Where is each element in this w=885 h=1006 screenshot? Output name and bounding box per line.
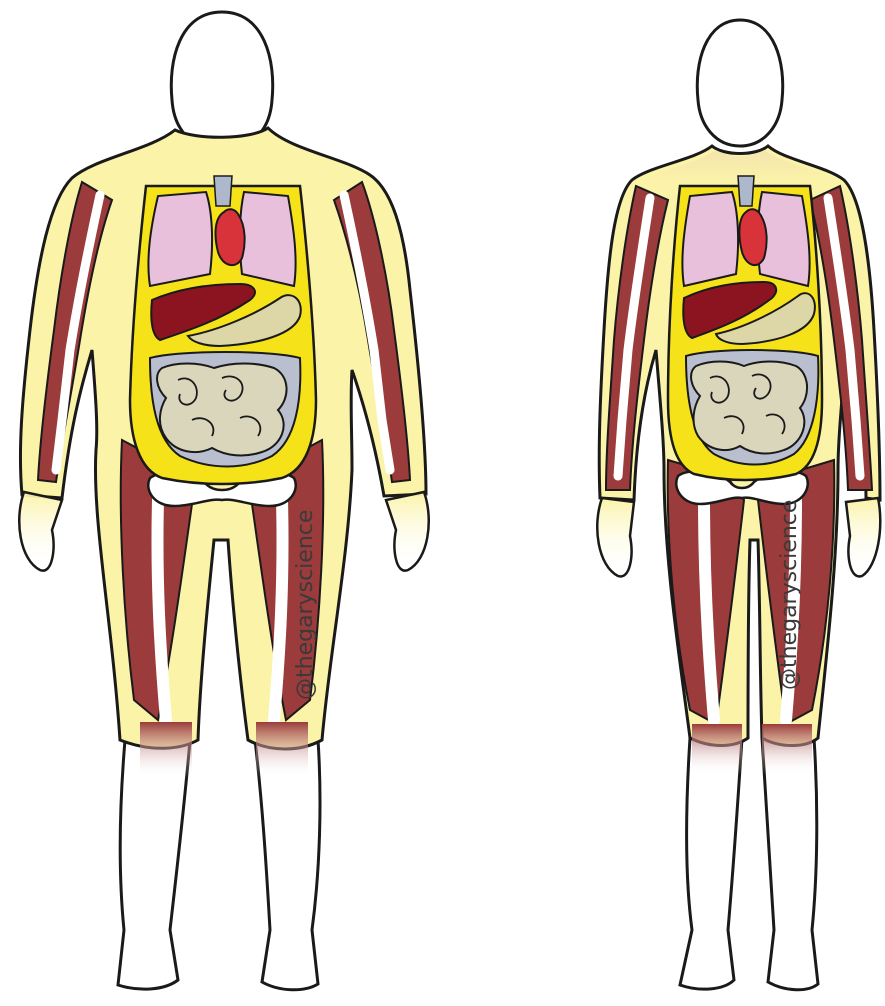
- lower-legs: [680, 738, 818, 990]
- right-hand: [386, 492, 429, 571]
- heart: [739, 209, 766, 265]
- right-hand: [846, 498, 880, 576]
- head: [171, 12, 272, 150]
- heart: [216, 209, 245, 265]
- obese-figure: @thegaryscience: [19, 12, 429, 990]
- watermark-left: @thegaryscience: [293, 510, 318, 700]
- left-knee-fade: [140, 722, 192, 778]
- left-lung: [682, 192, 738, 286]
- head: [697, 20, 782, 146]
- trachea: [738, 176, 754, 206]
- left-lung: [148, 192, 212, 286]
- watermark-right: @thegaryscience: [777, 500, 802, 690]
- lean-figure: @thegaryscience: [597, 20, 880, 990]
- left-hand: [597, 498, 634, 576]
- trachea: [214, 176, 232, 206]
- right-knee-fade: [762, 724, 812, 774]
- left-knee-fade: [692, 724, 742, 774]
- right-lung: [240, 192, 296, 286]
- left-hand: [19, 492, 62, 571]
- right-knee-fade: [256, 722, 308, 778]
- intestines: [691, 362, 807, 454]
